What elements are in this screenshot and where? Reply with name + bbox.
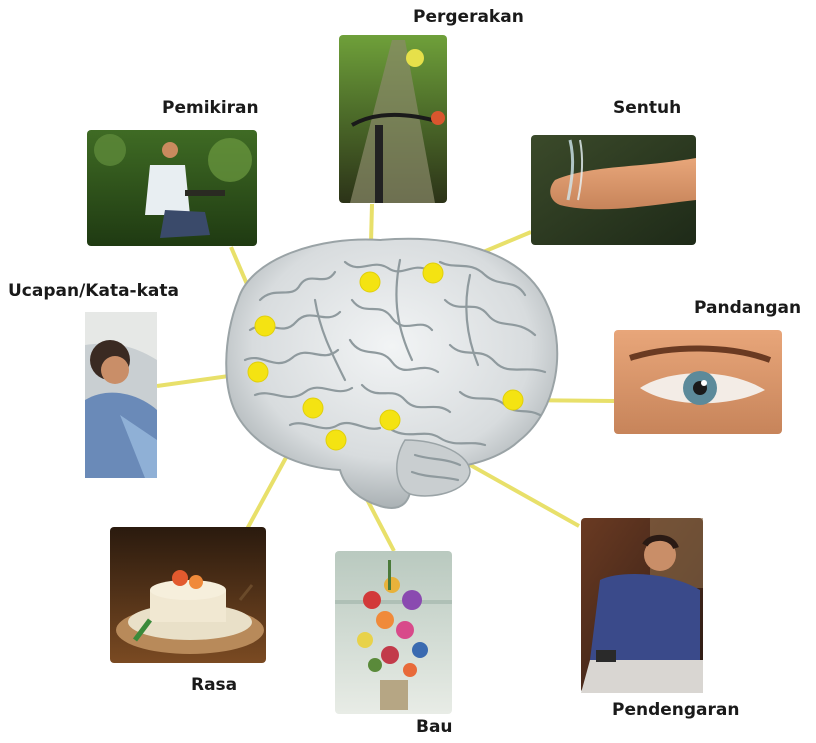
photo-pergerakan — [339, 35, 447, 203]
brain-illustration — [225, 237, 559, 509]
region-dots — [247, 262, 524, 451]
dot-pendengaran — [379, 409, 401, 431]
photo-pendengaran — [581, 518, 703, 693]
photo-bau — [335, 551, 452, 714]
label-pandangan: Pandangan — [694, 298, 802, 318]
photo-ucapan — [85, 312, 157, 478]
photo-pemikiran — [87, 130, 257, 246]
label-rasa: Rasa — [191, 675, 238, 695]
dot-rasa — [302, 397, 324, 419]
label-pendengaran: Pendengaran — [612, 700, 740, 720]
dot-pergerakan — [359, 271, 381, 293]
label-pergerakan: Pergerakan — [413, 7, 524, 27]
dot-bau — [325, 429, 347, 451]
dot-pandangan — [502, 389, 524, 411]
dot-sentuh — [422, 262, 444, 284]
dot-ucapan — [247, 361, 269, 383]
photo-rasa — [110, 527, 266, 663]
label-sentuh: Sentuh — [613, 98, 682, 118]
label-bau: Bau — [416, 717, 453, 737]
label-pemikiran: Pemikiran — [162, 98, 259, 118]
dot-pemikiran — [254, 315, 276, 337]
photo-sentuh — [531, 135, 696, 245]
photo-pandangan — [614, 330, 782, 434]
label-ucapan: Ucapan/Kata-kata — [8, 281, 179, 301]
